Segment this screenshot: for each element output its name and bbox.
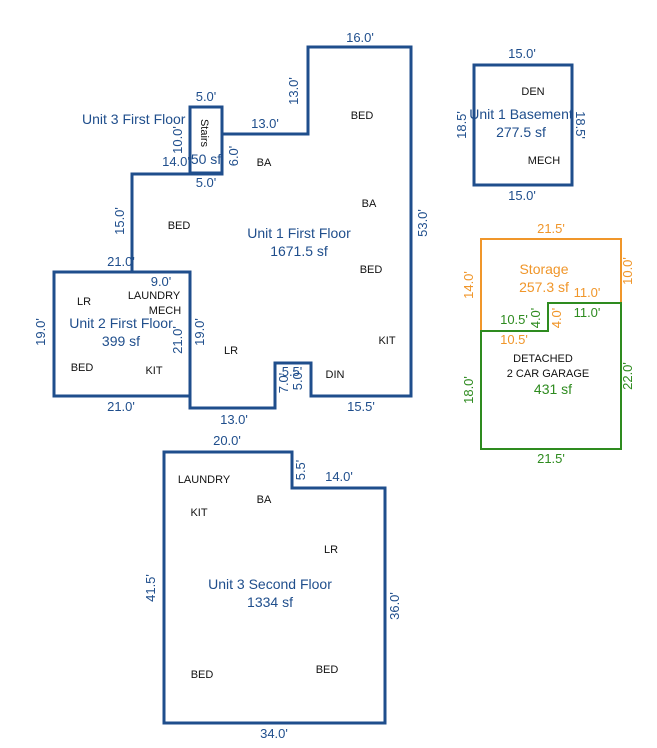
dim-garage-top-right: 11.0' [574,305,601,320]
dim-unit2-left: 19.0' [33,318,48,346]
dim-unit3-second-top: 20.0' [213,433,241,448]
room-unit3-ba: BA [257,494,272,506]
unit3-first-floor: Unit 3 First Floor Stairs 50 sf 5.0' 10.… [82,89,241,190]
unit1-basement-outline [472,63,574,187]
unit2-first-floor-title: Unit 2 First Floor [69,315,173,331]
dim-unit1-bottom-right: 15.5' [347,399,375,414]
room-unit1-bed-2: BED [168,220,191,232]
dim-unit1-notch-left: 7.0' [276,373,291,394]
room-unit3-kit: KIT [190,507,207,519]
dim-unit3-second-bottom: 34.0' [260,726,288,741]
dim-unit2-bottom: 21.0' [107,399,135,414]
room-unit3-bed-1: BED [191,669,214,681]
dim-unit2-right: 21.0' [170,326,185,354]
unit3-second-floor-area: 1334 sf [247,594,293,610]
detached-garage: DETACHED 2 CAR GARAGE 431 sf 11.0' 10.5'… [461,302,635,466]
unit3-first-floor-title: Unit 3 First Floor [82,111,186,127]
room-unit1-lr: LR [224,345,238,357]
dim-storage-top: 21.5' [537,221,565,236]
dim-garage-left: 18.0' [461,376,476,404]
unit3-stairs-label: Stairs [198,119,210,148]
unit1-first-floor: Unit 1 First Floor 1671.5 sf 16.0' 13.0'… [112,30,430,427]
dim-basement-right: 18.5' [573,111,588,139]
dim-unit1-upper-left: 13.0' [286,77,301,105]
dim-unit1-top: 16.0' [346,30,374,45]
garage-outline [480,302,622,450]
dim-garage-bottom: 21.5' [537,451,565,466]
unit1-basement: Unit 1 Basement 277.5 sf 15.0' 15.0' 18.… [454,46,588,203]
dim-unit1-bottom-mid: 13.0' [220,412,248,427]
dim-storage-left: 14.0' [461,271,476,299]
unit1-basement-area: 277.5 sf [496,124,546,140]
unit2-first-floor: Unit 2 First Floor 399 sf 21.0' 9.0' 19.… [33,254,192,414]
unit1-first-floor-area: 1671.5 sf [270,243,328,259]
room-unit1-bed-3: BED [360,264,383,276]
dim-unit1-notch-top: 5.5' [282,364,303,379]
room-unit3-lr: LR [324,544,338,556]
garage-area: 431 sf [534,381,572,397]
room-unit1-bed-1: BED [351,110,374,122]
dim-storage-step-top: 11.0' [574,285,601,300]
dim-unit3-second-top-right: 14.0' [325,469,353,484]
dim-unit1-notch-right: 5.0' [290,370,305,391]
room-unit1-ba-1: BA [257,157,272,169]
room-unit2-kit: KIT [145,365,162,377]
dim-unit3-first-left: 10.0' [170,126,185,154]
dim-unit1-right: 53.0' [415,209,430,237]
storage-title: Storage [519,261,568,277]
dim-basement-bottom: 15.0' [508,188,536,203]
dim-garage-right: 22.0' [620,362,635,390]
room-basement-mech: MECH [528,155,560,167]
garage-title-line1: DETACHED [513,353,573,365]
unit1-basement-title: Unit 1 Basement [469,106,573,122]
garage-title-line2: 2 CAR GARAGE [507,368,590,380]
dim-unit3-first-right: 6.0' [226,146,241,167]
dim-unit2-top-right: 9.0' [151,274,172,289]
dim-garage-step-vertical: 4.0' [528,308,543,329]
dim-unit3-first-bottom: 5.0' [196,175,217,190]
dim-unit3-first-top: 5.0' [196,89,217,104]
dim-unit1-inner-vertical: 19.0' [192,318,207,346]
dim-unit1-left-upper: 15.0' [112,207,127,235]
dim-unit1-mid-top: 13.0' [251,116,279,131]
dim-storage-right: 10.0' [620,257,635,285]
dim-storage-step-vertical: 4.0' [549,308,564,329]
room-unit1-din: DIN [326,369,345,381]
dim-unit3-second-left: 41.5' [143,574,158,602]
dim-unit3-first-left-step: 14.0' [162,154,190,169]
room-unit2-lr: LR [77,296,91,308]
unit3-second-floor-outline [162,450,387,725]
unit1-first-floor-title: Unit 1 First Floor [247,225,351,241]
room-unit2-laundry: LAUNDRY [128,290,181,302]
dim-basement-left: 18.5' [454,111,469,139]
dim-unit3-second-step: 5.5' [293,460,308,481]
dim-unit3-second-right: 36.0' [387,592,402,620]
dim-basement-top: 15.0' [508,46,536,61]
storage-area: 257.3 sf [519,279,569,295]
dim-storage-bottom-left: 10.5' [500,332,528,347]
unit3-stairs-outline [188,105,224,175]
room-basement-den: DEN [521,86,544,98]
dim-garage-step-left: 10.5' [500,312,528,327]
room-unit2-mech: MECH [149,305,181,317]
room-unit3-laundry: LAUNDRY [178,474,231,486]
unit2-first-floor-outline [52,270,192,398]
unit1-first-floor-outline [130,45,413,410]
room-unit1-ba-2: BA [362,198,377,210]
dim-unit2-top-left: 21.0' [107,254,135,269]
room-unit1-kit: KIT [378,335,395,347]
unit3-first-floor-area: 50 sf [191,151,221,167]
unit3-second-floor-title: Unit 3 Second Floor [208,576,332,592]
room-unit3-bed-2: BED [316,664,339,676]
unit3-second-floor: Unit 3 Second Floor 1334 sf 20.0' 5.5' 1… [143,433,402,741]
room-unit2-bed: BED [71,362,94,374]
unit2-first-floor-area: 399 sf [102,333,140,349]
